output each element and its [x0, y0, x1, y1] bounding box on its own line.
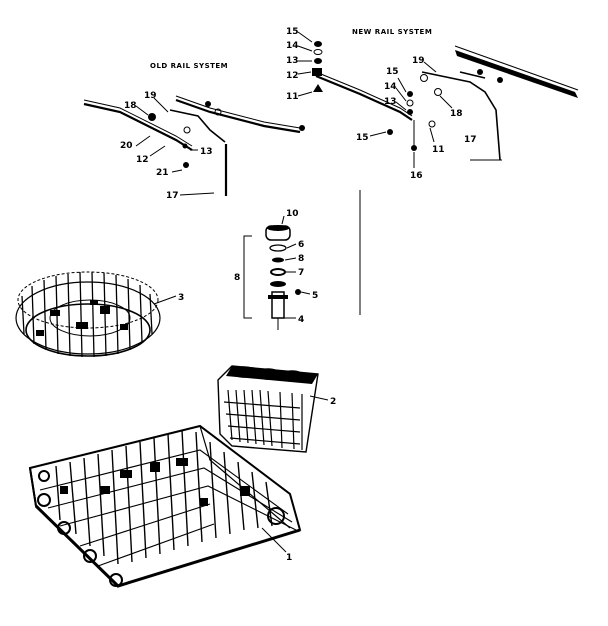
old-rail-clip [183, 162, 189, 168]
silverware-basket: 2 [217, 365, 336, 453]
callout-8: 8 [298, 254, 304, 264]
basket-grid [223, 389, 303, 450]
callout-17: 17 [464, 135, 477, 145]
callout-8: 8 [234, 273, 240, 283]
callout-14: 14 [384, 82, 397, 92]
callout-4: 4 [298, 315, 304, 325]
lower-rack-tines [55, 429, 273, 565]
callout-12: 12 [136, 155, 149, 165]
callout-5: 5 [312, 291, 318, 301]
upper-rack: 3 [15, 271, 184, 358]
old-rail-roller [148, 113, 156, 121]
upper-rack-tines [21, 271, 153, 358]
callout-14: 14 [286, 41, 299, 51]
callout-2: 2 [330, 397, 336, 407]
new-rail-lower [315, 74, 413, 121]
callout-18: 18 [450, 109, 463, 119]
old-rail-upper [175, 98, 301, 134]
new-rail-rod [421, 71, 501, 161]
callout-7: 7 [298, 268, 304, 278]
callout-3: 3 [178, 293, 184, 303]
callout-11: 11 [432, 145, 445, 155]
callout-13: 13 [384, 97, 397, 107]
lower-rack-clips [60, 458, 250, 506]
old-rail-caption: OLD RAIL SYSTEM [150, 62, 228, 70]
callout-12: 12 [286, 71, 299, 81]
callout-21: 21 [156, 168, 169, 178]
callout-11: 11 [286, 92, 299, 102]
callout-18: 18 [124, 101, 137, 111]
lower-rack: 1 [28, 424, 302, 588]
callout-10: 10 [286, 209, 299, 219]
callout-15: 15 [386, 67, 399, 77]
old-rail-assembly: 18 19 20 12 13 21 17 [83, 91, 305, 201]
callout-16: 16 [410, 171, 423, 181]
callout-15: 15 [286, 27, 299, 37]
callout-19: 19 [412, 56, 425, 66]
callout-17: 17 [166, 191, 179, 201]
callout-6: 6 [298, 240, 304, 250]
new-rail-assembly: 15 14 13 12 11 15 14 13 15 11 16 19 18 1… [286, 27, 579, 181]
lower-rack-wheels [37, 470, 285, 587]
callout-13: 13 [200, 147, 213, 157]
callout-15: 15 [356, 133, 369, 143]
new-rail-track [455, 50, 578, 98]
new-rail-caption: NEW RAIL SYSTEM [352, 28, 432, 36]
callout-20: 20 [120, 141, 133, 151]
callout-1: 1 [286, 553, 292, 563]
callout-19: 19 [144, 91, 157, 101]
callout-13: 13 [286, 56, 299, 66]
spray-arm-assembly: 10 6 8 7 8 5 4 [234, 209, 318, 330]
